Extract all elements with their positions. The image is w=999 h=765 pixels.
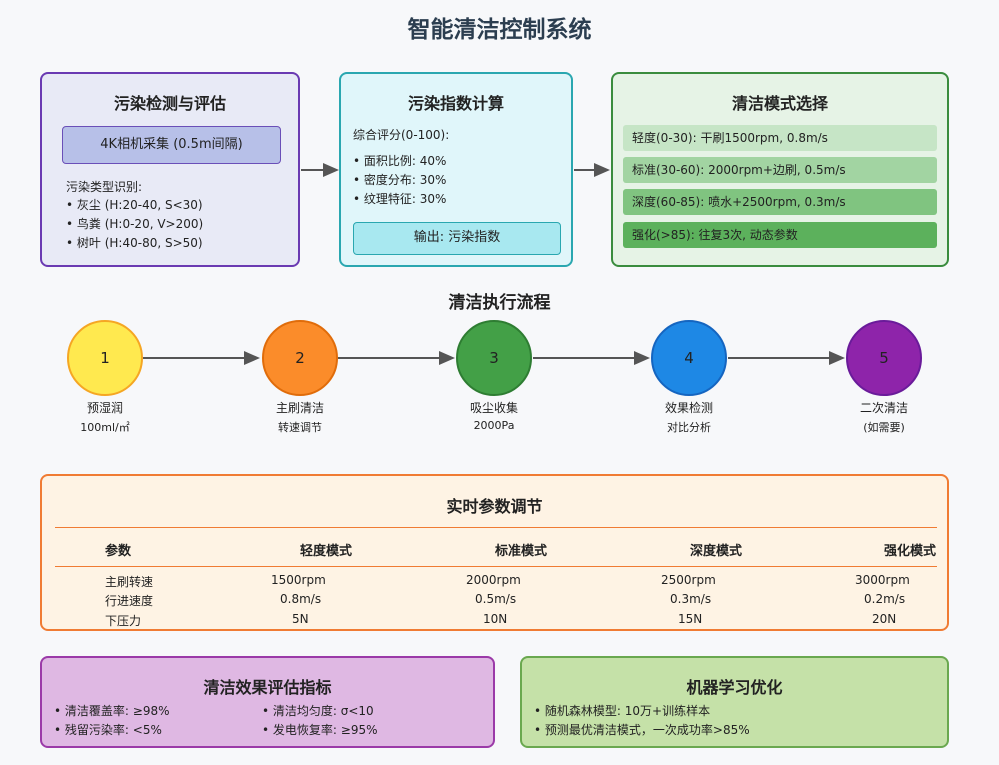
list-item: 鸟粪 (H:0-20, V>200) — [66, 215, 203, 234]
step-detail: (如需要) — [863, 421, 905, 434]
box-title: 清洁模式选择 — [731, 94, 828, 113]
step-detail: 2000Pa — [473, 419, 515, 432]
table-cell: 15N — [678, 612, 703, 626]
metric-list-right: 清洁均匀度: σ<10 发电恢复率: ≥95% — [262, 702, 378, 740]
table-header: 深度模式 — [690, 544, 743, 559]
list-item: 残留污染率: <5% — [54, 721, 170, 740]
mode-bar-deep: 深度(60-85): 喷水+2500rpm, 0.3m/s — [623, 189, 937, 215]
page-title: 智能清洁控制系统 — [407, 17, 592, 43]
arrow-line — [574, 169, 596, 171]
table-cell: 0.2m/s — [864, 592, 906, 606]
table-cell: 2500rpm — [661, 573, 716, 587]
list-item: 纹理特征: 30% — [353, 190, 447, 209]
mode-bar-standard: 标准(30-60): 2000rpm+边刷, 0.5m/s — [623, 157, 937, 183]
arrow-right-icon — [594, 163, 610, 177]
list-item: 清洁覆盖率: ≥98% — [54, 702, 170, 721]
pollution-index-box: 污染指数计算 综合评分(0-100): 面积比例: 40% 密度分布: 30% … — [339, 72, 573, 267]
arrow-right-icon — [323, 163, 339, 177]
table-header: 标准模式 — [495, 544, 548, 559]
step-name: 预湿润 — [86, 401, 123, 415]
evaluation-metrics-box: 清洁效果评估指标 清洁覆盖率: ≥98% 残留污染率: <5% 清洁均匀度: σ… — [40, 656, 495, 748]
mode-bar-light: 轻度(0-30): 干刷1500rpm, 0.8m/s — [623, 125, 937, 151]
arrow-right-icon — [439, 351, 455, 365]
step-circle-4: 4 — [651, 320, 727, 396]
table-cell: 主刷转速 — [105, 575, 154, 589]
step-circle-1: 1 — [67, 320, 143, 396]
table-cell: 0.8m/s — [280, 592, 322, 606]
step-detail: 100ml/㎡ — [80, 421, 130, 434]
step-circle-3: 3 — [456, 320, 532, 396]
output-label: 输出: 污染指数 — [353, 222, 561, 255]
arrow-right-icon — [829, 351, 845, 365]
arrow-line — [338, 357, 442, 359]
pollution-detection-box: 污染检测与评估 4K相机采集 (0.5m间隔) 污染类型识别: 灰尘 (H:20… — [40, 72, 300, 267]
ml-optimization-box: 机器学习优化 随机森林模型: 10万+训练样本 预测最优清洁模式，一次成功率>8… — [520, 656, 949, 748]
list-item: 随机森林模型: 10万+训练样本 — [534, 702, 750, 721]
mode-bar-intense: 强化(>85): 往复3次, 动态参数 — [623, 222, 937, 248]
table-header: 参数 — [105, 544, 132, 559]
parameter-table-box: 实时参数调节 参数 轻度模式 标准模式 深度模式 强化模式 主刷转速 1500r… — [40, 474, 949, 631]
table-title: 实时参数调节 — [446, 497, 543, 516]
list-title: 综合评分(0-100): — [353, 128, 450, 142]
list-item: 清洁均匀度: σ<10 — [262, 702, 378, 721]
box-title: 污染指数计算 — [407, 94, 504, 113]
table-divider — [55, 566, 937, 567]
table-cell: 2000rpm — [466, 573, 521, 587]
arrow-right-icon — [634, 351, 650, 365]
table-cell: 5N — [292, 612, 309, 626]
box-title: 机器学习优化 — [686, 678, 783, 697]
step-name: 二次清洁 — [859, 401, 908, 415]
arrow-line — [728, 357, 832, 359]
list-item: 灰尘 (H:20-40, S<30) — [66, 196, 203, 215]
step-name: 吸尘收集 — [469, 401, 518, 415]
table-divider — [55, 527, 937, 528]
list-item: 面积比例: 40% — [353, 152, 447, 171]
arrow-line — [533, 357, 637, 359]
step-detail: 转速调节 — [278, 421, 322, 434]
score-weight-list: 面积比例: 40% 密度分布: 30% 纹理特征: 30% — [353, 152, 447, 209]
step-name: 效果检测 — [664, 401, 713, 415]
table-cell: 20N — [872, 612, 897, 626]
step-name: 主刷清洁 — [275, 401, 324, 415]
box-title: 清洁效果评估指标 — [203, 678, 332, 697]
table-cell: 0.3m/s — [670, 592, 712, 606]
table-header: 强化模式 — [884, 544, 937, 559]
list-item: 树叶 (H:40-80, S>50) — [66, 234, 203, 253]
arrow-right-icon — [244, 351, 260, 365]
table-cell: 1500rpm — [271, 573, 326, 587]
step-circle-5: 5 — [846, 320, 922, 396]
box-title: 污染检测与评估 — [113, 94, 226, 113]
metric-list-left: 清洁覆盖率: ≥98% 残留污染率: <5% — [54, 702, 170, 740]
table-cell: 10N — [483, 612, 508, 626]
ml-list: 随机森林模型: 10万+训练样本 预测最优清洁模式，一次成功率>85% — [534, 702, 750, 740]
step-circle-2: 2 — [262, 320, 338, 396]
list-item: 发电恢复率: ≥95% — [262, 721, 378, 740]
table-cell: 0.5m/s — [475, 592, 517, 606]
list-item: 预测最优清洁模式，一次成功率>85% — [534, 721, 750, 740]
arrow-line — [143, 357, 247, 359]
camera-capture-label: 4K相机采集 (0.5m间隔) — [62, 126, 281, 164]
pollution-type-list: 灰尘 (H:20-40, S<30) 鸟粪 (H:0-20, V>200) 树叶… — [66, 196, 203, 253]
arrow-line — [301, 169, 325, 171]
table-cell: 3000rpm — [855, 573, 910, 587]
list-item: 密度分布: 30% — [353, 171, 447, 190]
table-cell: 行进速度 — [105, 594, 154, 608]
flow-title: 清洁执行流程 — [448, 293, 551, 313]
list-title: 污染类型识别: — [66, 180, 143, 194]
table-cell: 下压力 — [105, 614, 142, 628]
step-detail: 对比分析 — [667, 421, 711, 434]
table-header: 轻度模式 — [300, 544, 353, 559]
cleaning-mode-box: 清洁模式选择 轻度(0-30): 干刷1500rpm, 0.8m/s 标准(30… — [611, 72, 949, 267]
